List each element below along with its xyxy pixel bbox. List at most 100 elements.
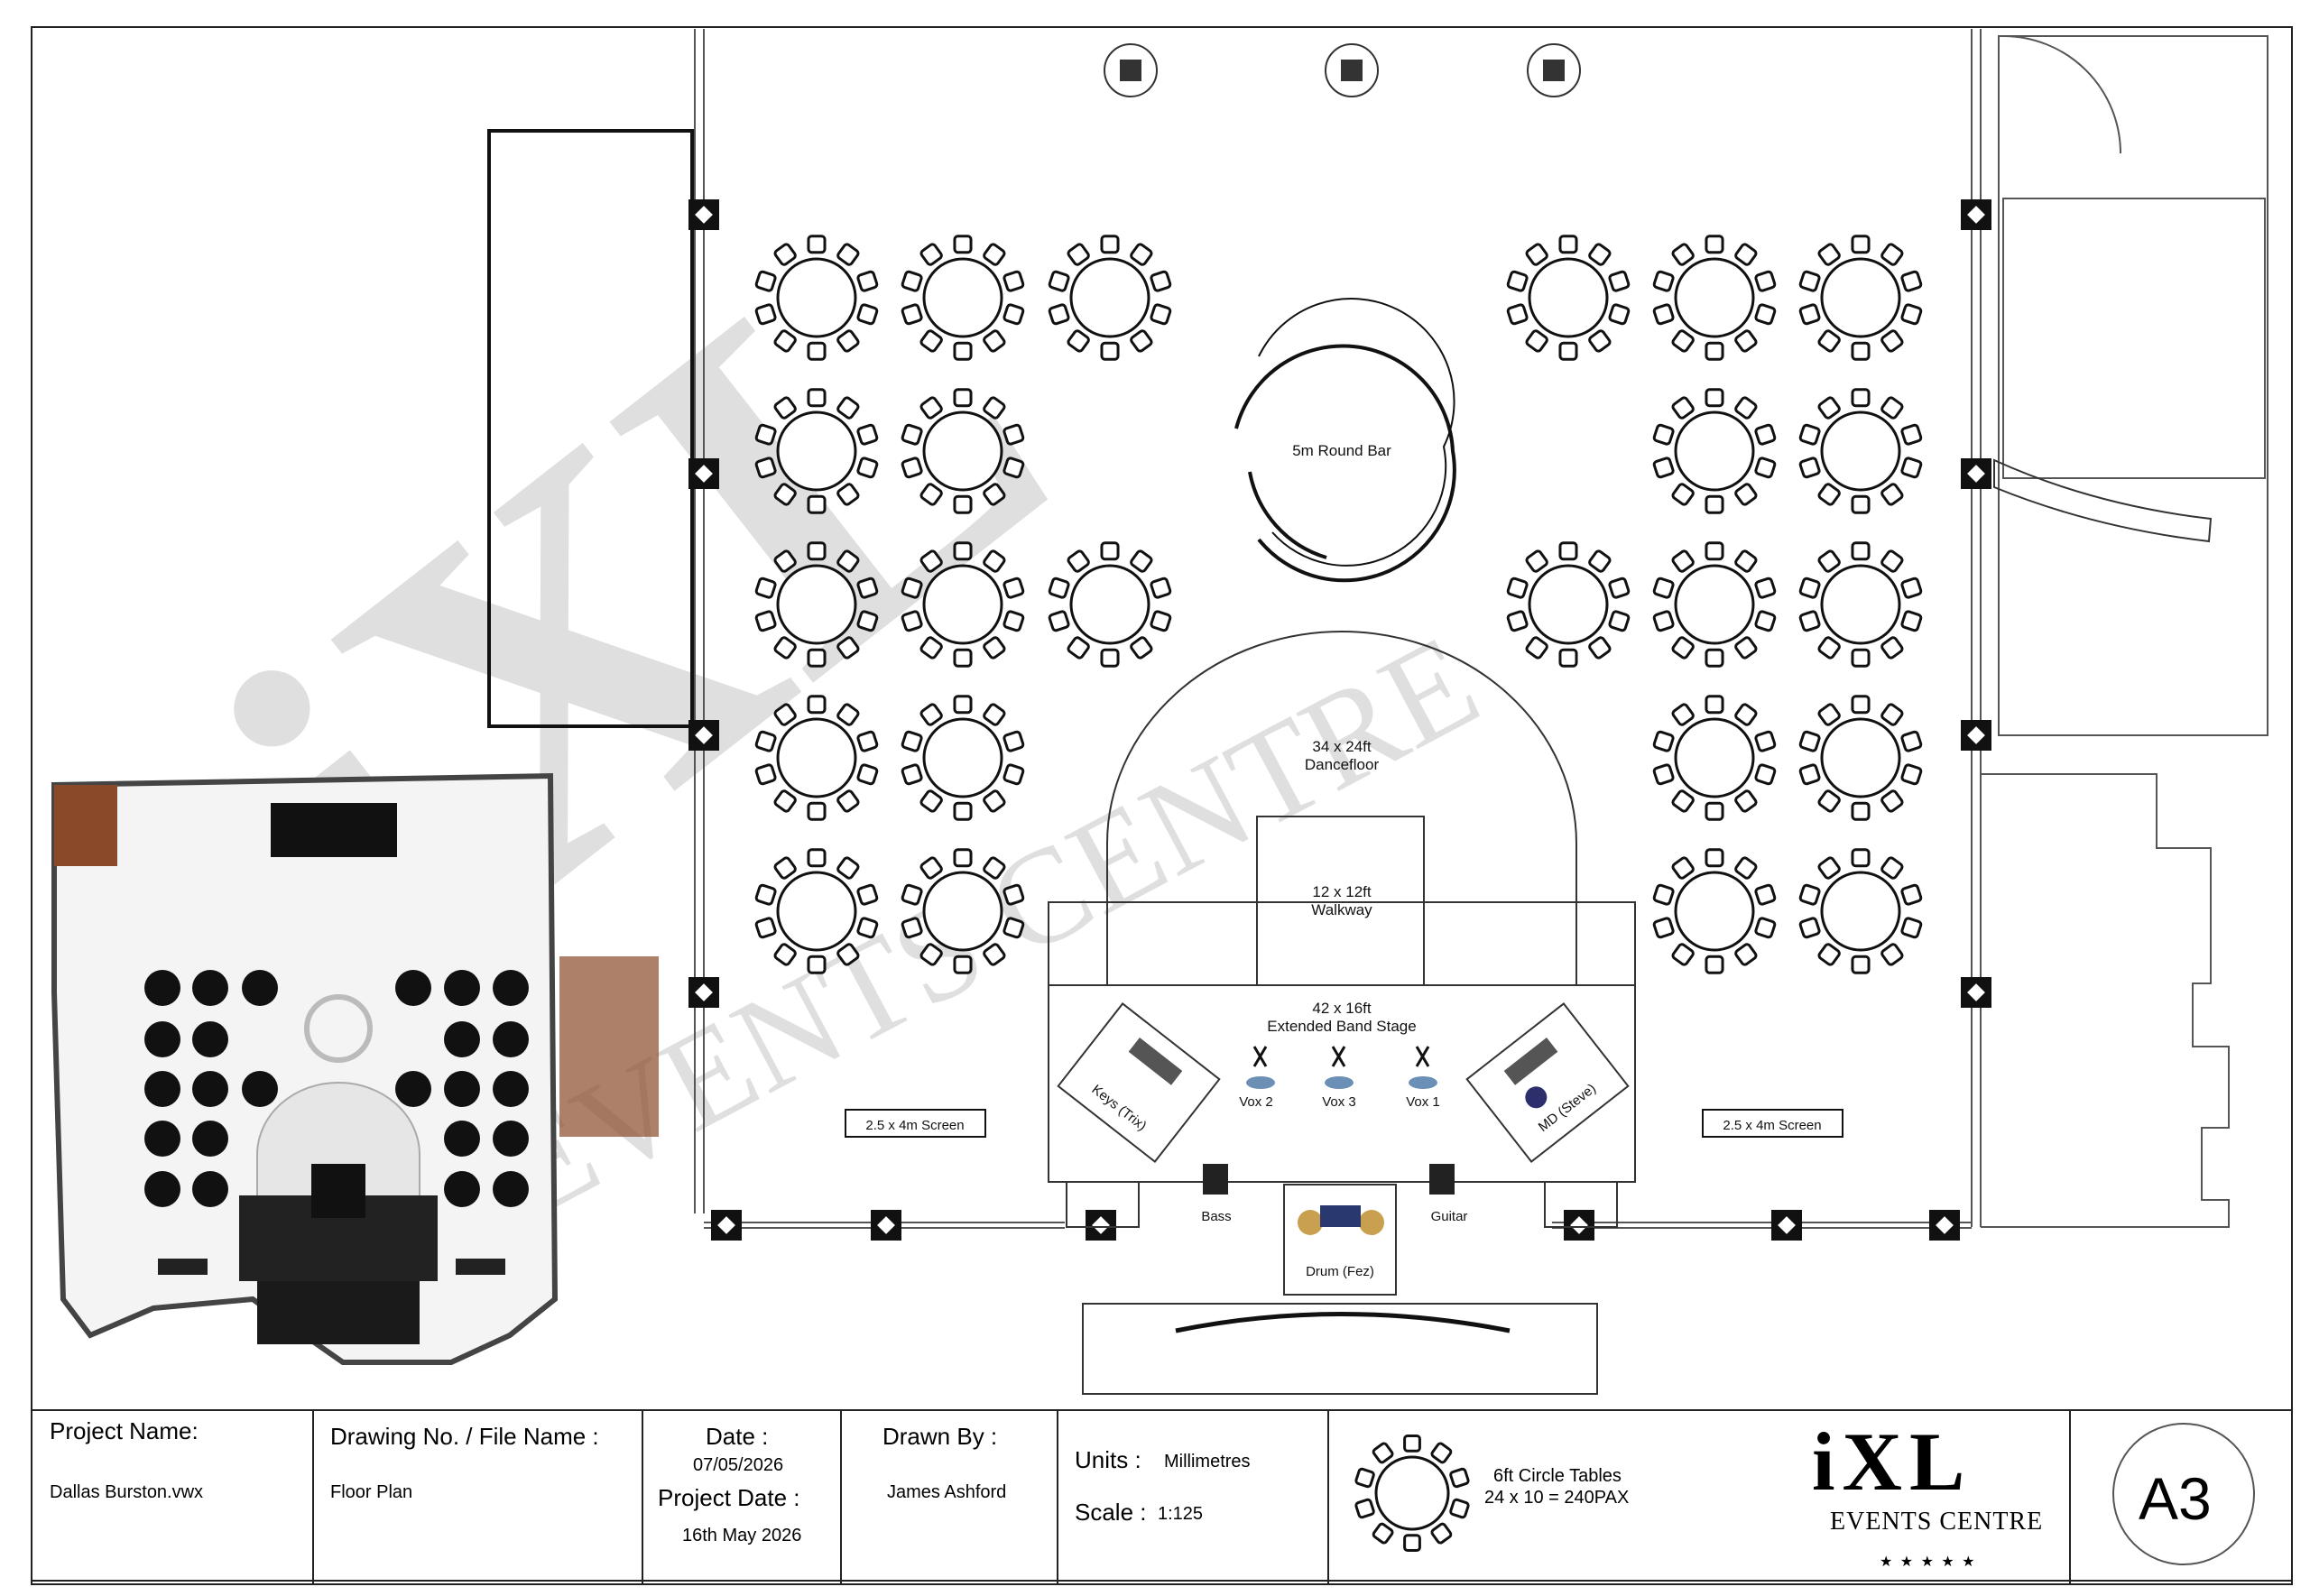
inset-table [444,970,480,1006]
chair [1900,883,1923,906]
chair [1588,329,1612,353]
project-date-label: Project Date : [658,1484,800,1511]
chair [1100,541,1120,561]
chair [1003,883,1025,906]
chair [856,917,879,939]
chair [1671,636,1695,660]
chair [919,856,943,880]
inset-table [444,1021,480,1057]
chair [754,610,777,632]
drum-riser [1283,1184,1397,1296]
chair [836,789,860,813]
chair [1003,610,1025,632]
chair [1851,848,1871,868]
chair [1705,695,1724,715]
chair [1817,789,1841,813]
chair [1558,648,1578,668]
chair [836,483,860,506]
chair [1671,856,1695,880]
chair [1754,577,1777,599]
chair [1851,695,1871,715]
chair [983,703,1006,726]
chair [1705,235,1724,254]
chair [1754,917,1777,939]
chair [1705,955,1724,974]
chair [901,610,923,632]
round-table [1652,388,1777,514]
chair [901,457,923,479]
chair [807,648,827,668]
chair [901,303,923,326]
chair [1705,541,1724,561]
chair [953,341,973,361]
chair [836,329,860,353]
chair [1798,457,1821,479]
round-table [901,235,1025,361]
inset-table [144,1071,180,1107]
chair [1652,883,1675,906]
chair [1705,648,1724,668]
chair [1880,243,1904,266]
inset-table [192,1171,228,1207]
chair [983,396,1006,420]
chair [773,243,797,266]
round-table [1506,541,1631,668]
chair [919,943,943,966]
vox3-label: Vox 3 [1322,1094,1356,1110]
chair [1851,955,1871,974]
chair [901,730,923,752]
chair [1880,703,1904,726]
drawn-by-cell: Drawn By : James Ashford [842,1410,1058,1584]
chair [1817,943,1841,966]
chair [856,883,879,906]
chair [1652,423,1675,446]
chair [754,577,777,599]
chair [953,541,973,561]
chair [1652,610,1675,632]
chair [1851,494,1871,514]
date-value: 07/05/2026 [693,1455,784,1475]
chair [1880,329,1904,353]
project-name-label: Project Name: [50,1417,199,1444]
chair [919,243,943,266]
chair [1403,1534,1421,1553]
round-table [1506,235,1631,361]
chair [1851,541,1871,561]
chair [983,943,1006,966]
screens: 2.5 x 4m Screen 2.5 x 4m Screen [845,1109,1843,1138]
chair [1558,235,1578,254]
chair [1525,549,1548,573]
round-table [754,695,879,821]
round-table [1798,848,1923,974]
chair [1048,577,1070,599]
chair [1798,763,1821,786]
chair [1449,1498,1470,1519]
chair [1880,856,1904,880]
chair [856,303,879,326]
chair [1003,303,1025,326]
sheet-size-circle [2112,1423,2255,1565]
chair [1003,730,1025,752]
chair [807,494,827,514]
chair [1754,303,1777,326]
chair [1430,1522,1453,1545]
chair [1900,270,1923,292]
chair [807,695,827,715]
chair [754,303,777,326]
chair [1671,396,1695,420]
chair [1003,577,1025,599]
round-table [754,541,879,668]
project-date-value: 16th May 2026 [682,1526,802,1545]
chair [1652,270,1675,292]
chair [1671,329,1695,353]
drum-label: Drum (Fez) [1306,1264,1374,1279]
round-table [901,541,1025,668]
chair [1734,329,1758,353]
round-table [1354,1434,1470,1553]
chair [953,235,973,254]
chair [807,541,827,561]
chair [1067,243,1090,266]
inset-table [192,1071,228,1107]
chair [1506,270,1529,292]
chair [856,423,879,446]
